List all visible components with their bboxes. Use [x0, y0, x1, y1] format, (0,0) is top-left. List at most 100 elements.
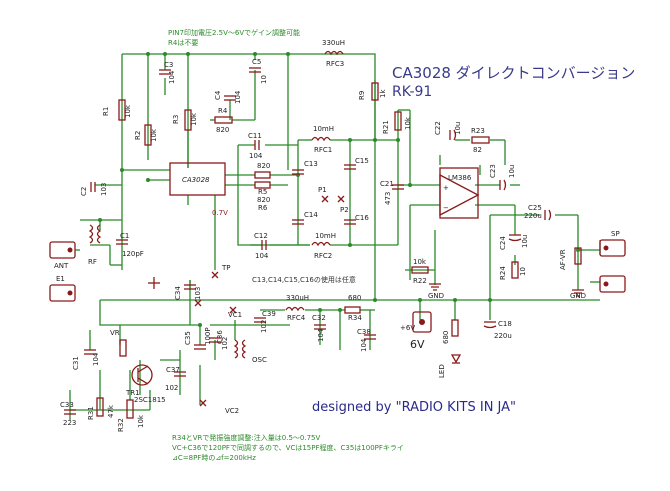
svg-text:10k: 10k [137, 414, 145, 428]
svg-text:104: 104 [168, 70, 176, 84]
c14-label: C14 [304, 211, 318, 219]
svg-text:820: 820 [257, 162, 270, 170]
svg-text:330uH: 330uH [322, 39, 345, 47]
variable-resistors: VR AF-VR [110, 247, 582, 357]
top-note-2: R4は不要 [168, 39, 198, 47]
wire-network [69, 53, 601, 420]
led: LED [438, 354, 462, 378]
svg-text:1k: 1k [379, 89, 387, 98]
c1-label: C1 [120, 232, 129, 240]
svg-text:10mH: 10mH [313, 125, 334, 133]
c4-label: C4 [214, 90, 222, 100]
c35-label: C35 [184, 331, 192, 345]
resistors: R1 10k R2 10k R3 10k R4 820 820 R5 R6 82… [87, 82, 527, 432]
c24-label: C24 [499, 236, 507, 250]
titles: CA3028 ダイレクトコンバージョン RK-91 designed by "R… [312, 64, 635, 415]
r6-label: R6 [258, 204, 268, 212]
svg-text:820: 820 [257, 196, 270, 204]
voltage-07-label: 0.7V [212, 209, 228, 217]
r5-label: R5 [258, 188, 267, 196]
svg-text:10k: 10k [124, 104, 132, 118]
r9-label: R9 [358, 91, 366, 100]
svg-text:10u: 10u [508, 165, 516, 178]
svg-text:10u: 10u [454, 122, 462, 135]
svg-text:−: − [443, 204, 449, 212]
r2-label: R2 [134, 131, 142, 140]
svg-text:680: 680 [348, 294, 361, 302]
svg-text:10k: 10k [150, 128, 158, 142]
svg-text:104: 104 [234, 90, 242, 104]
credit-label: designed by "RADIO KITS IN JA" [312, 400, 516, 415]
r1-label: R1 [102, 107, 110, 116]
svg-text:100P: 100P [204, 327, 212, 345]
sp-label: SP [611, 230, 620, 238]
r23-label: R23 [471, 127, 485, 135]
ic-ca3028-label: CA3028 [182, 176, 210, 184]
svg-text:+: + [443, 184, 449, 192]
junction-dots [98, 52, 580, 327]
svg-text:10: 10 [260, 75, 268, 84]
tr1-label: TR1 [125, 389, 140, 397]
gnd-label-right: GND [570, 292, 586, 300]
svg-text:2SC1815: 2SC1815 [134, 396, 166, 404]
svg-text:220u: 220u [524, 212, 542, 220]
svg-text:330uH: 330uH [286, 294, 309, 302]
c5-label: C5 [252, 58, 261, 66]
c15-label: C15 [355, 157, 369, 165]
c13-label: C13 [304, 160, 318, 168]
c33-label: C33 [60, 401, 74, 409]
c18-label: C18 [498, 320, 512, 328]
svg-text:102: 102 [260, 320, 268, 333]
connectors: ANT E1 SP +6V 6V [49, 230, 626, 351]
tp-label: TP [221, 264, 231, 272]
svg-text:82: 82 [473, 146, 482, 154]
supply-6v-label: 6V [410, 338, 425, 351]
svg-text:104: 104 [360, 338, 368, 352]
p1-label: P1 [318, 186, 327, 194]
r34-label: R34 [348, 314, 362, 322]
af-vr-label: AF-VR [559, 249, 567, 270]
rfc3-label: RFC3 [326, 60, 344, 68]
svg-text:10k: 10k [413, 258, 427, 266]
c37-label: C37 [166, 366, 180, 374]
svg-text:10k: 10k [404, 116, 412, 130]
led-label: LED [438, 364, 446, 378]
svg-text:820: 820 [216, 126, 229, 134]
e1-label: E1 [56, 275, 65, 283]
c16-label: C16 [355, 214, 369, 222]
svg-text:102: 102 [165, 384, 178, 392]
gnd-label-mid: GND [428, 292, 444, 300]
rfc1-label: RFC1 [314, 146, 332, 154]
svg-text:102: 102 [221, 337, 229, 350]
ic-lm386: LM386 +− [439, 167, 480, 219]
c32-label: C32 [312, 314, 326, 322]
r21-label: R21 [382, 120, 390, 134]
rfc4-label: RFC4 [287, 314, 306, 322]
svg-text:680: 680 [442, 331, 450, 344]
c22-label: C22 [434, 121, 442, 135]
c11-label: C11 [248, 132, 262, 140]
vc2-label: VC2 [225, 407, 239, 415]
svg-text:104: 104 [249, 152, 263, 160]
vr-label: VR [110, 329, 120, 337]
c21-label: C21 [380, 180, 394, 188]
svg-text:473: 473 [384, 192, 392, 205]
test-points: P1 P2 TP [194, 186, 349, 407]
c39-label: C39 [262, 310, 276, 318]
c36-label: C36 [216, 330, 224, 344]
c12-label: C12 [254, 232, 268, 240]
c34-label: C34 [174, 286, 182, 300]
mid-note: C13,C14,C15,C16の使用は任意 [252, 275, 356, 284]
svg-text:10u: 10u [521, 235, 529, 248]
svg-text:220u: 220u [494, 332, 512, 340]
svg-text:120pF: 120pF [122, 250, 144, 258]
ic-ca3028: CA3028 0.7V [169, 162, 228, 217]
r32-label: R32 [117, 418, 125, 432]
rfc2-label: RFC2 [314, 252, 332, 260]
r24-label: R24 [499, 266, 507, 280]
capacitors: C3 104 C5 10 C4 104 C2 103 C1 120pF C11 … [60, 58, 552, 427]
notes: PIN7印加電圧2.5V～6Vでゲイン調整可能 R4は不要 C13,C14,C1… [168, 28, 404, 462]
rf-coil-label: RF [88, 258, 97, 266]
c25-label: C25 [528, 204, 542, 212]
